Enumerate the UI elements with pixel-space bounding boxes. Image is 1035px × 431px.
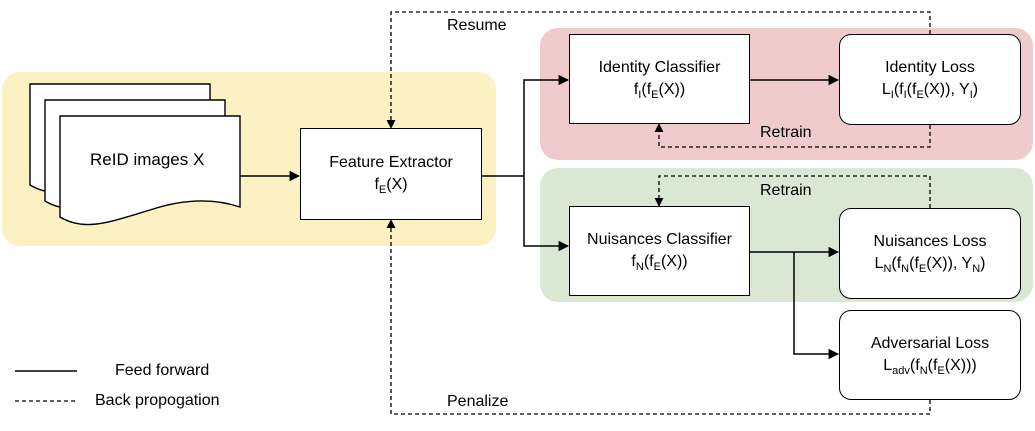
identity-classifier-formula: fI(fE(X)) (633, 80, 686, 101)
retrain-identity-label: Retrain (760, 124, 812, 141)
reid-images-label: ReID images X (90, 150, 205, 169)
edge-to-identity-classifier (523, 74, 570, 176)
feature-extractor-box: Feature Extractor fE(X) (300, 128, 482, 220)
identity-loss-title: Identity Loss (885, 59, 975, 76)
feature-extractor-formula: fE(X) (374, 175, 408, 196)
nuisances-loss-title: Nuisances Loss (873, 233, 987, 250)
edge-to-nuisances-classifier (523, 176, 570, 252)
identity-classifier-title: Identity Classifier (598, 58, 721, 76)
resume-label: Resume (447, 17, 507, 34)
identity-classifier-box: Identity Classifier fI(fE(X)) (569, 34, 750, 124)
nuisances-loss-box: Nuisances Loss LN(fN(fE(X)), YN) (839, 208, 1021, 299)
edge-penalize (386, 219, 931, 415)
adversarial-loss-formula: Ladv(fN(fE(X))) (883, 356, 977, 377)
nuisances-classifier-title: Nuisances Classifier (587, 230, 732, 248)
penalize-label: Penalize (447, 393, 509, 410)
edge-nuisances-to-adversarial (793, 252, 840, 360)
adversarial-loss-title: Adversarial Loss (870, 334, 990, 352)
edge-retrain-identity (654, 123, 931, 148)
identity-loss-formula: LI(fI(fE(X)), YI) (881, 81, 979, 101)
nuisances-classifier-formula: fN(fE(X)) (631, 252, 688, 273)
legend-back-propagation-label: Back propogation (95, 392, 220, 409)
nuisances-classifier-box: Nuisances Classifier fN(fE(X)) (569, 206, 750, 296)
feature-extractor-title: Feature Extractor (329, 153, 453, 171)
identity-loss-box: Identity Loss LI(fI(fE(X)), YI) (839, 34, 1021, 125)
legend-feed-forward-label: Feed forward (115, 362, 210, 379)
nuisances-loss-formula: LN(fN(fE(X)), YN) (874, 255, 986, 275)
reid-images-shape (29, 83, 241, 226)
document-page-front (59, 115, 241, 226)
edge-resume (386, 11, 931, 129)
edge-retrain-nuisance (654, 175, 931, 208)
retrain-nuisance-label: Retrain (760, 182, 812, 199)
adversarial-loss-box: Adversarial Loss Ladv(fN(fE(X))) (839, 310, 1021, 400)
